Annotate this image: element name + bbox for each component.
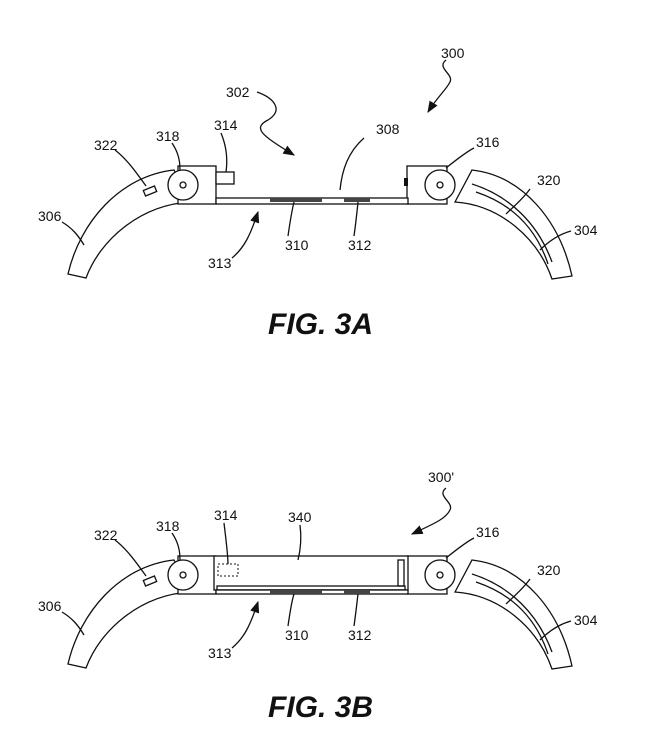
ref-314: 314 <box>214 507 238 523</box>
ref-320: 320 <box>537 172 561 188</box>
pin-316 <box>424 559 456 591</box>
contact-312 <box>344 198 370 202</box>
pin-316-hole <box>436 181 444 189</box>
left-band-306 <box>67 559 192 669</box>
ref-304: 304 <box>574 222 598 238</box>
ref-318: 318 <box>156 518 180 534</box>
ref-302: 302 <box>226 84 250 100</box>
figure-caption-3a: FIG. 3A <box>268 308 373 341</box>
ref-300: 300 <box>441 45 465 61</box>
pin-316 <box>424 169 456 201</box>
slot-320 <box>471 573 553 655</box>
ref-306: 306 <box>38 598 62 614</box>
ref-306: 306 <box>38 208 62 224</box>
ref-322: 322 <box>94 527 118 543</box>
figure-3a: 300 302 314 318 322 308 316 320 306 304 … <box>38 45 598 341</box>
ref-314: 314 <box>214 117 238 133</box>
ref-300-prime: 300' <box>428 469 454 485</box>
ref-308: 308 <box>376 121 400 137</box>
ref-304: 304 <box>574 612 598 628</box>
left-band-306 <box>67 169 192 279</box>
ref-320: 320 <box>537 562 561 578</box>
contact-310 <box>270 590 322 594</box>
contact-312 <box>344 590 370 594</box>
element-322 <box>142 185 158 197</box>
figure-caption-3b: FIG. 3B <box>268 691 373 724</box>
ref-313: 313 <box>208 645 232 661</box>
pin-318-hole <box>179 571 187 579</box>
contact-310 <box>270 198 322 202</box>
ref-322: 322 <box>94 137 118 153</box>
ref-316: 316 <box>476 134 500 150</box>
ref-340: 340 <box>288 509 312 525</box>
pin-318-hole <box>179 181 187 189</box>
ref-313: 313 <box>208 255 232 271</box>
module-340 <box>213 555 409 591</box>
ref-312: 312 <box>348 237 372 253</box>
ref-310: 310 <box>285 237 309 253</box>
ref-310: 310 <box>285 627 309 643</box>
tab-314 <box>215 171 235 185</box>
ref-312: 312 <box>348 627 372 643</box>
ref-316: 316 <box>476 524 500 540</box>
figure-3b: 300' 314 340 318 322 316 320 306 304 310… <box>38 469 598 724</box>
pin-318 <box>167 169 199 201</box>
right-nub <box>404 178 408 186</box>
slot-320 <box>471 183 553 265</box>
ref-318: 318 <box>156 128 180 144</box>
module-340-side <box>397 559 405 587</box>
element-322 <box>142 575 158 587</box>
pin-316-hole <box>436 571 444 579</box>
pin-318 <box>167 559 199 591</box>
